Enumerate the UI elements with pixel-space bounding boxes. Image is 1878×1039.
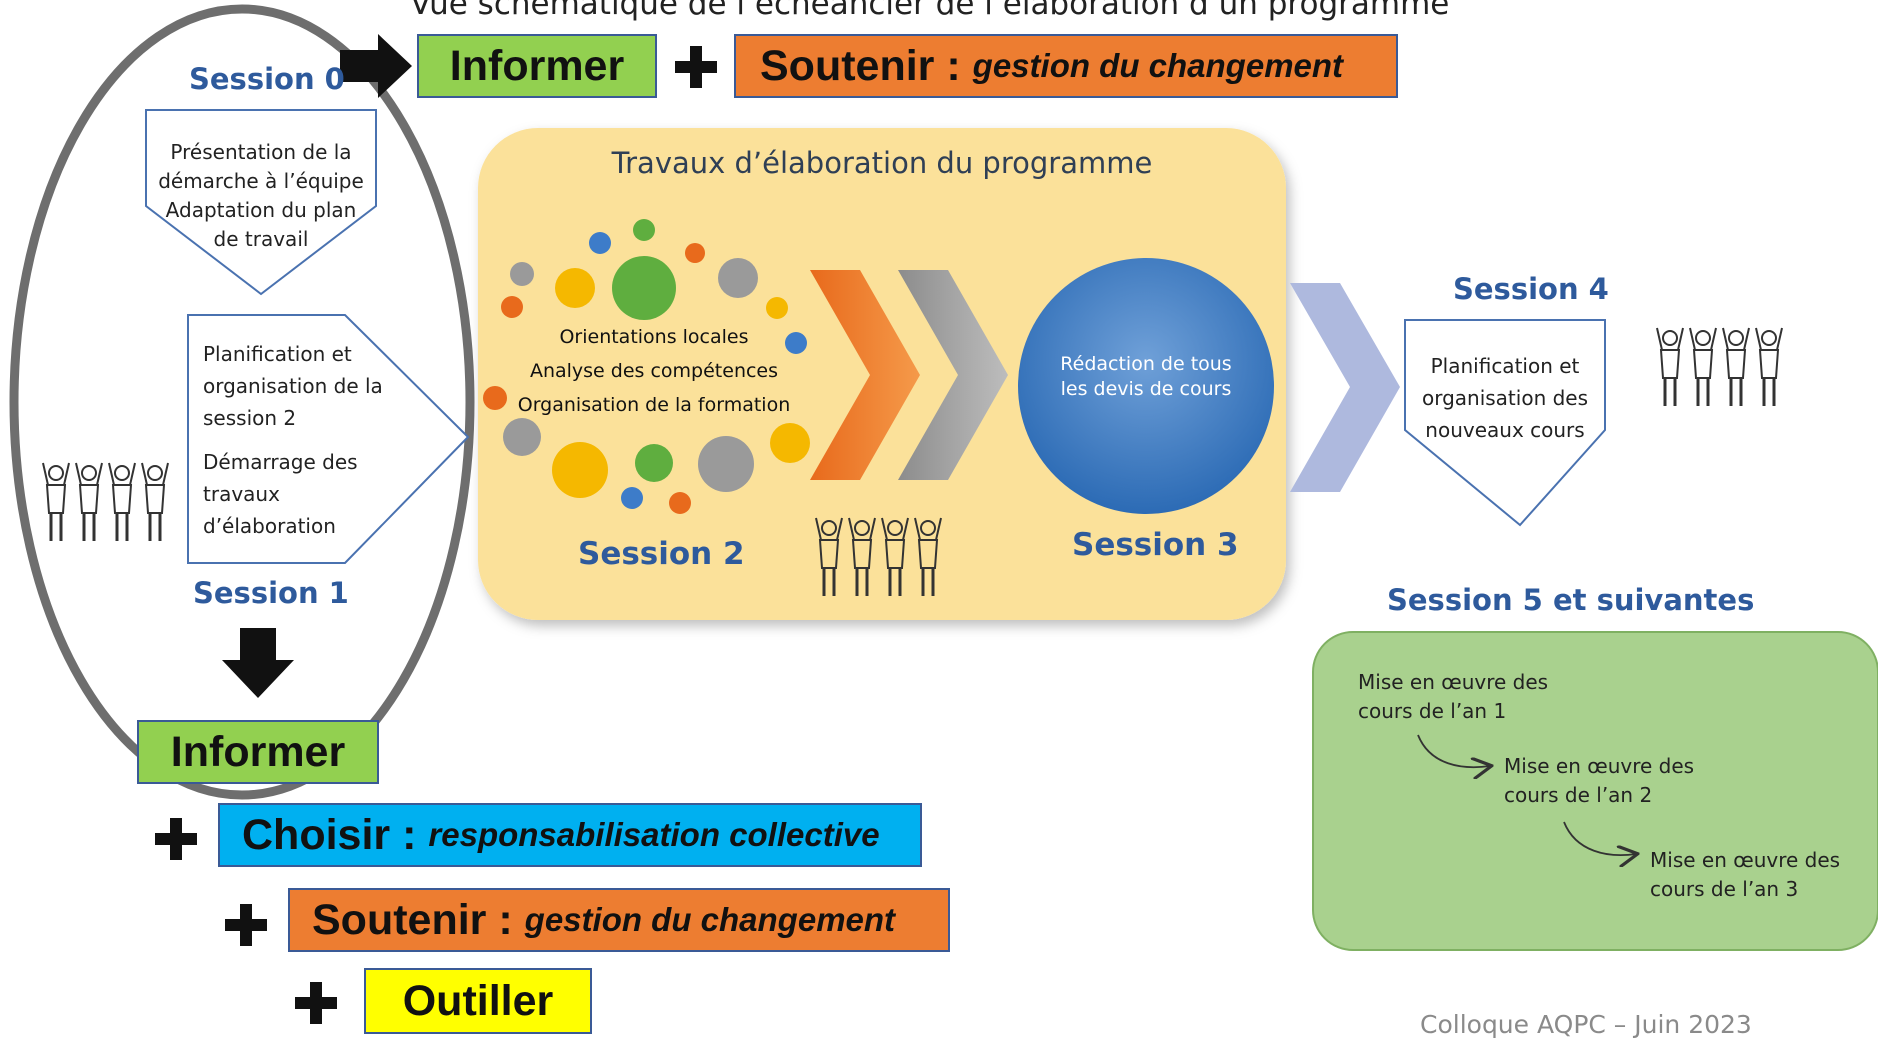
- person-legs: [921, 568, 935, 596]
- person-body: [1725, 349, 1747, 379]
- person-body: [851, 539, 873, 569]
- person-legs: [82, 513, 96, 541]
- person-arms: [1689, 327, 1717, 351]
- person-arms: [1656, 327, 1684, 351]
- session-3-circle: [1018, 258, 1274, 514]
- person-arms: [42, 462, 70, 486]
- person-head: [81, 465, 97, 481]
- person-arms: [848, 517, 876, 541]
- travaux-lines: Orientations locales Analyse des compéte…: [517, 326, 791, 416]
- person-body: [884, 539, 906, 569]
- step-arrow-2: [1563, 821, 1636, 855]
- informer-tag-bottom: Informer: [137, 720, 379, 784]
- people-icon: [1656, 327, 1783, 406]
- soutenir-tag-bottom: Soutenir : gestion du changement: [288, 888, 950, 952]
- session-0-label: Session 0: [189, 62, 345, 96]
- person-body: [818, 539, 840, 569]
- person-body: [1659, 349, 1681, 379]
- person-body: [111, 484, 133, 514]
- person-arms: [108, 462, 136, 486]
- session-2-label: Session 2: [578, 536, 745, 572]
- session-4-label: Session 4: [1453, 272, 1609, 306]
- footer-credit: Colloque AQPC – Juin 2023: [1420, 1010, 1752, 1039]
- lilac-chevron: [1290, 283, 1400, 492]
- session-4-box: [1404, 319, 1606, 527]
- person-legs: [822, 568, 836, 596]
- person-arms: [1722, 327, 1750, 351]
- person-arms: [914, 517, 942, 541]
- person-body: [917, 539, 939, 569]
- session-1-box: [187, 314, 470, 564]
- idea-bubbles: [483, 219, 810, 514]
- person-arms: [141, 462, 169, 486]
- person-legs: [855, 568, 869, 596]
- session-0-1-ellipse: [9, 4, 475, 800]
- session-0-box: [145, 109, 377, 296]
- session-1-label: Session 1: [193, 576, 349, 610]
- plus-icon: [675, 46, 717, 88]
- step-an-3: Mise en œuvre des cours de l’an 3: [1650, 848, 1841, 901]
- soutenir-tag-top: Soutenir : gestion du changement: [734, 34, 1398, 98]
- person-body: [144, 484, 166, 514]
- plus-icon: [295, 982, 337, 1024]
- person-head: [1761, 330, 1777, 346]
- people-icon: [42, 462, 169, 541]
- person-body: [45, 484, 67, 514]
- travaux-title: Travaux d’élaboration du programme: [611, 146, 1153, 180]
- person-arms: [881, 517, 909, 541]
- session-3-circle-text: Rédaction de tous les devis de cours: [1060, 353, 1232, 400]
- orange-chevron: [810, 270, 920, 480]
- gray-chevron: [898, 270, 1008, 480]
- person-arms: [75, 462, 103, 486]
- step-arrow-1: [1417, 734, 1490, 767]
- person-head: [48, 465, 64, 481]
- session-1-text: Planification et organisation de la sess…: [203, 342, 383, 538]
- session-5-panel: [1312, 631, 1878, 951]
- person-head: [1728, 330, 1744, 346]
- session-0-text: Présentation de la démarche à l’équipe A…: [158, 140, 364, 251]
- person-arms: [815, 517, 843, 541]
- people-icon: [815, 517, 942, 596]
- person-head: [887, 520, 903, 536]
- person-body: [1692, 349, 1714, 379]
- person-legs: [49, 513, 63, 541]
- person-head: [854, 520, 870, 536]
- person-arms: [1755, 327, 1783, 351]
- person-head: [1695, 330, 1711, 346]
- person-legs: [1696, 378, 1710, 406]
- person-legs: [888, 568, 902, 596]
- person-legs: [115, 513, 129, 541]
- page-title: Vue schématique de l’échéancier de l’éla…: [410, 0, 1450, 22]
- person-head: [920, 520, 936, 536]
- session-5-label: Session 5 et suivantes: [1387, 583, 1755, 617]
- arrow-down-icon: [222, 628, 294, 698]
- person-legs: [1663, 378, 1677, 406]
- plus-icon: [225, 904, 267, 946]
- plus-icon: [155, 818, 197, 860]
- session-4-text: Planification et organisation des nouvea…: [1421, 354, 1589, 442]
- person-head: [147, 465, 163, 481]
- step-an-2: Mise en œuvre des cours de l’an 2: [1504, 754, 1695, 807]
- choisir-tag: Choisir : responsabilisation collective: [218, 803, 922, 867]
- outiller-tag: Outiller: [364, 968, 592, 1034]
- person-body: [78, 484, 100, 514]
- person-head: [1662, 330, 1678, 346]
- informer-tag-top: Informer: [417, 34, 657, 98]
- person-head: [821, 520, 837, 536]
- step-an-1: Mise en œuvre des cours de l’an 1: [1358, 670, 1549, 723]
- person-legs: [1762, 378, 1776, 406]
- person-legs: [148, 513, 162, 541]
- arrow-right-icon: [340, 34, 412, 98]
- person-legs: [1729, 378, 1743, 406]
- session-3-label: Session 3: [1072, 527, 1239, 563]
- person-head: [114, 465, 130, 481]
- person-body: [1758, 349, 1780, 379]
